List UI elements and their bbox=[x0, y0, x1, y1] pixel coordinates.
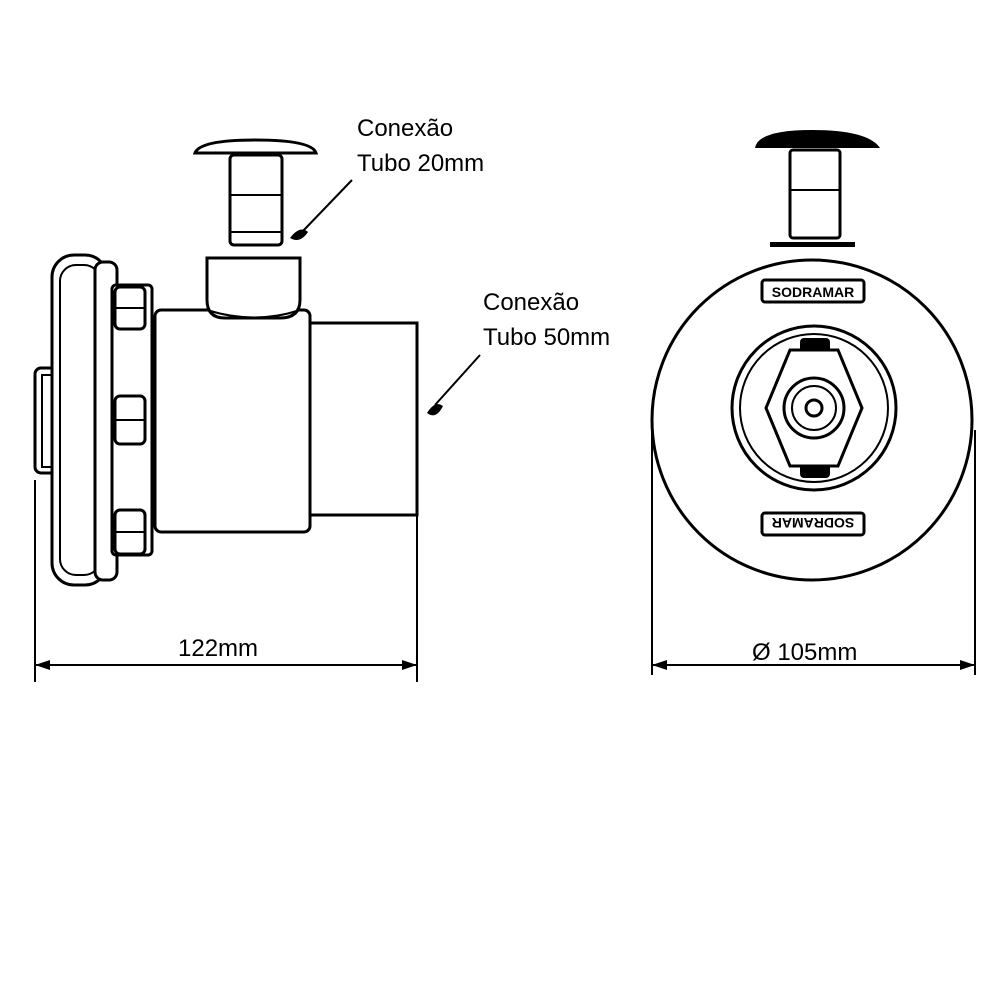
dimension-length bbox=[34, 480, 418, 682]
bolts bbox=[113, 285, 147, 556]
top-cap-side bbox=[192, 138, 319, 247]
connection-50-line1: Conexão bbox=[483, 289, 580, 316]
connection-20-line1: Conexão bbox=[357, 115, 454, 142]
svg-text:SODRAMAR: SODRAMAR bbox=[772, 515, 854, 531]
flange bbox=[33, 253, 154, 587]
brand-logo-top: SODRAMAR bbox=[760, 278, 866, 304]
center-nozzle bbox=[730, 324, 898, 492]
side-view bbox=[33, 138, 481, 682]
pipe-50 bbox=[298, 321, 419, 517]
connection-50-label: Conexão Tubo 50mm bbox=[483, 286, 610, 356]
svg-text:SODRAMAR: SODRAMAR bbox=[772, 284, 854, 300]
top-socket bbox=[205, 256, 302, 320]
connection-20-line2: Tubo 20mm bbox=[357, 149, 485, 177]
length-dimension-label: 122mm bbox=[178, 635, 259, 662]
top-cap-front bbox=[755, 130, 880, 240]
brand-logo-bottom: SODRAMAR bbox=[760, 511, 866, 537]
diameter-dimension-label: Ø 105mm bbox=[752, 639, 858, 666]
body bbox=[153, 308, 312, 534]
connection-50-line2: Tubo 50mm bbox=[483, 323, 611, 351]
front-view: SODRAMAR SODRAMAR bbox=[650, 130, 976, 675]
dimension-diameter bbox=[651, 430, 976, 675]
leader-arrows bbox=[290, 179, 481, 416]
connection-20-label: Conexão Tubo 20mm bbox=[357, 112, 484, 182]
